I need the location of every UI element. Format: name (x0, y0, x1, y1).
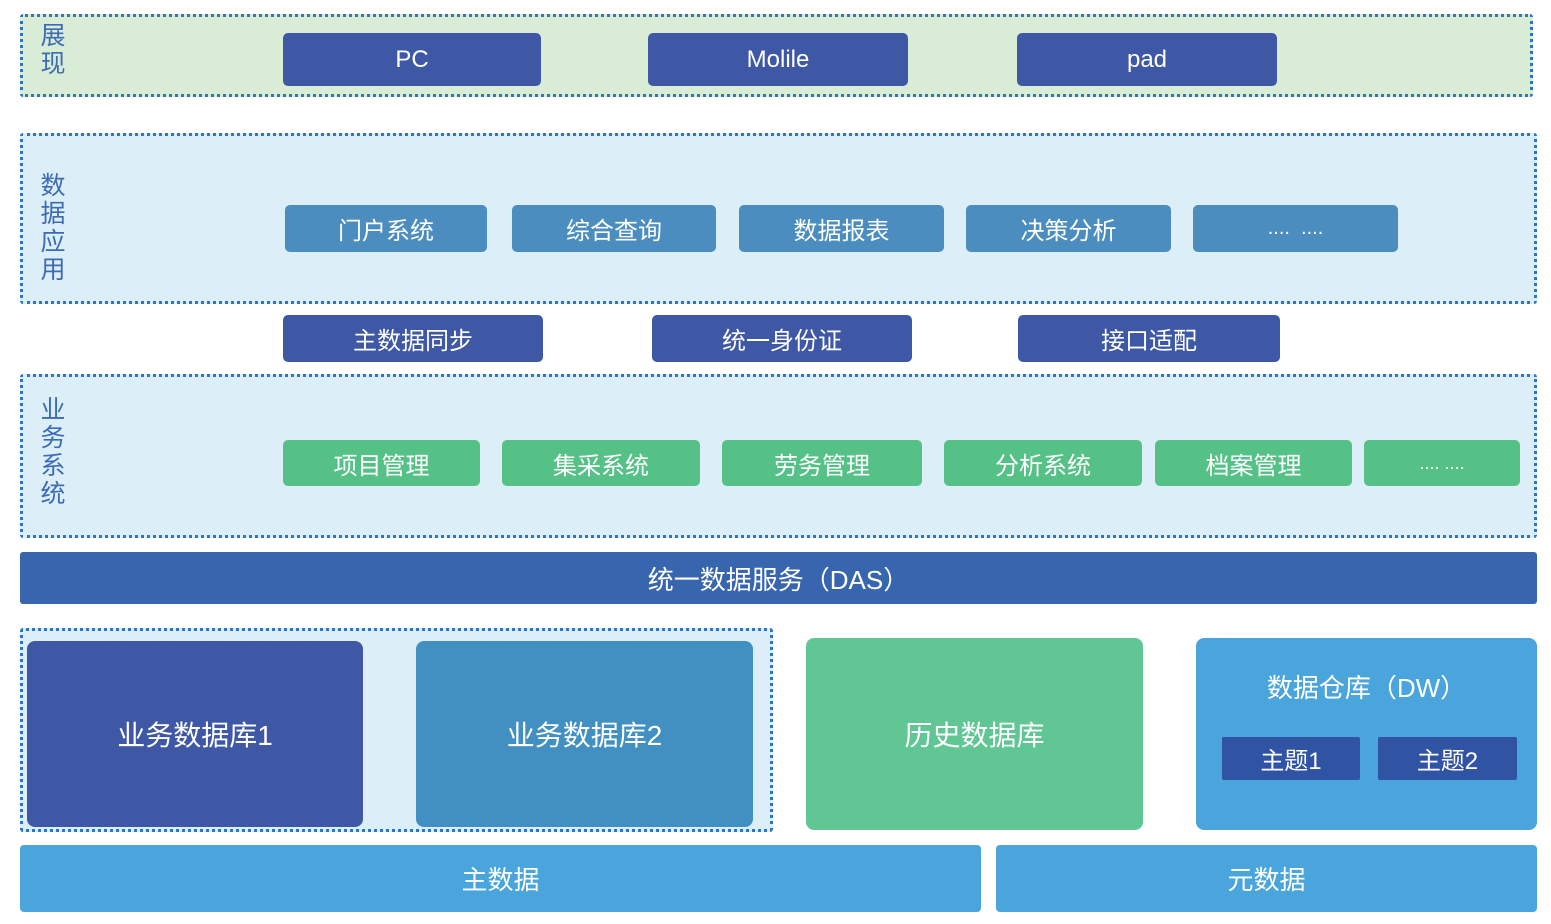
presentation-layer-label: 展现 (37, 22, 65, 78)
node-data-report: 数据报表 (739, 205, 944, 252)
node-history-database: 历史数据库 (806, 638, 1143, 830)
node-interface-adapter: 接口适配 (1018, 315, 1280, 362)
node-analysis-system: 分析系统 (944, 440, 1142, 486)
node-data-warehouse (1196, 638, 1537, 830)
node-portal-system: 门户系统 (285, 205, 487, 252)
node-app-ellipsis: .... .... (1193, 205, 1398, 252)
node-topic-2: 主题2 (1378, 737, 1517, 780)
node-pc: PC (283, 33, 541, 86)
node-business-ellipsis: .... .... (1364, 440, 1520, 486)
node-project-management: 项目管理 (283, 440, 480, 486)
node-procurement-system: 集采系统 (502, 440, 700, 486)
node-archive-management: 档案管理 (1155, 440, 1352, 486)
node-integrated-query: 综合查询 (512, 205, 716, 252)
node-metadata-bar: 元数据 (996, 845, 1537, 912)
node-master-data-bar: 主数据 (20, 845, 981, 912)
node-topic-1: 主题1 (1222, 737, 1360, 780)
data-application-layer-label: 数据应用 (37, 172, 65, 284)
node-master-data-sync: 主数据同步 (283, 315, 543, 362)
node-labor-management: 劳务管理 (722, 440, 922, 486)
node-mobile: Molile (648, 33, 908, 86)
node-unified-identity: 统一身份证 (652, 315, 912, 362)
node-business-db-2: 业务数据库2 (416, 641, 753, 827)
node-pad: pad (1017, 33, 1277, 86)
business-systems-layer-label: 业务系统 (37, 396, 65, 508)
node-decision-analysis: 决策分析 (966, 205, 1171, 252)
data-warehouse-title: 数据仓库（DW） (1266, 673, 1467, 703)
unified-data-service-bar: 统一数据服务（DAS） (20, 552, 1537, 604)
node-business-db-1: 业务数据库1 (27, 641, 363, 827)
